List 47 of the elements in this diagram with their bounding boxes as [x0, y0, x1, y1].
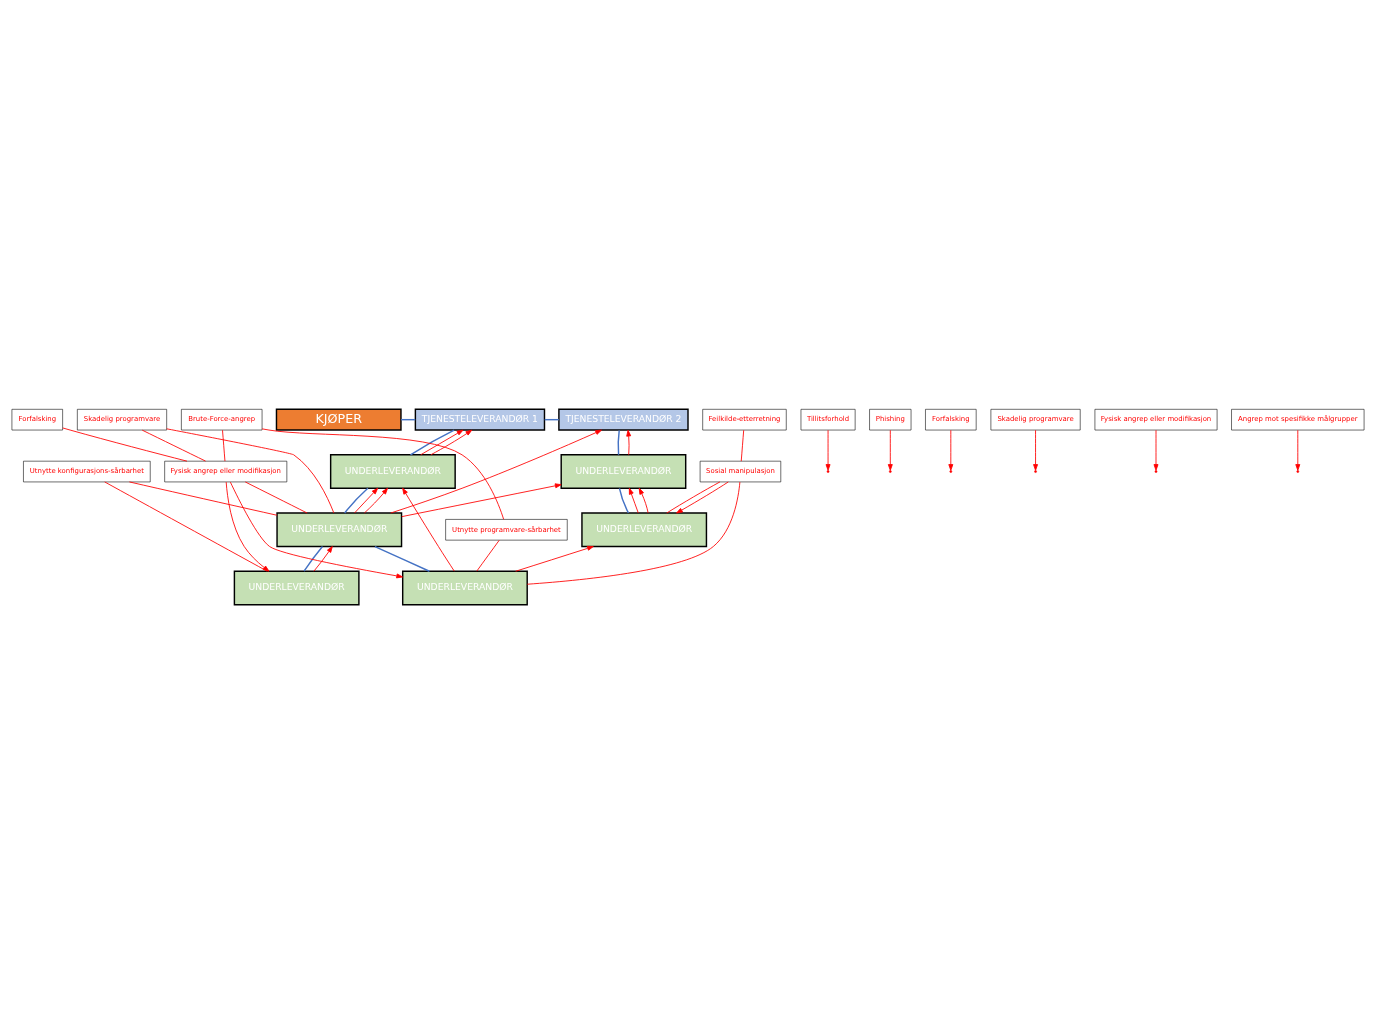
connector	[618, 487, 630, 514]
connector	[740, 429, 745, 462]
arrow	[626, 429, 632, 456]
arrow	[354, 487, 379, 514]
node-box: UNDERLEVERANDØR	[233, 570, 360, 606]
arrow	[628, 487, 639, 514]
arrow	[313, 546, 333, 572]
node-box: UNDERLEVERANDØR	[329, 454, 456, 489]
connector	[244, 481, 308, 514]
arrow	[402, 487, 455, 572]
node-box: KJØPER	[275, 408, 402, 431]
node-box: UNDERLEVERANDØR	[401, 570, 528, 606]
arrow	[401, 483, 562, 518]
node-box: UNDERLEVERANDØR	[276, 512, 403, 548]
connector	[62, 427, 188, 462]
connector	[141, 429, 206, 462]
arrow	[948, 429, 954, 471]
connector	[409, 429, 455, 456]
connector	[476, 539, 500, 572]
arrow	[420, 429, 464, 456]
arrow	[676, 481, 729, 514]
connector	[666, 481, 721, 514]
arrow	[825, 429, 831, 471]
arrow	[515, 545, 594, 572]
arrow	[430, 429, 473, 456]
node-box: TJENESTELEVERANDØR 2	[558, 408, 689, 431]
connector	[129, 481, 278, 516]
connector	[343, 487, 369, 514]
arrow	[1153, 429, 1159, 471]
connector	[526, 481, 741, 585]
arrow	[390, 429, 602, 514]
connector	[261, 428, 505, 520]
node-box: TJENESTELEVERANDØR 1	[414, 408, 546, 431]
arrow	[225, 481, 270, 572]
arrow	[229, 481, 403, 579]
arrow	[638, 487, 649, 514]
connector	[374, 545, 431, 572]
connector	[222, 429, 226, 462]
arrow	[364, 487, 388, 514]
connector	[617, 429, 620, 456]
arrow	[887, 429, 893, 471]
arrow	[1033, 429, 1038, 471]
node-box: UNDERLEVERANDØR	[581, 512, 708, 548]
connector	[104, 481, 268, 572]
node-box: UNDERLEVERANDØR	[560, 454, 687, 489]
connector	[303, 545, 324, 572]
arrow	[1295, 429, 1301, 471]
